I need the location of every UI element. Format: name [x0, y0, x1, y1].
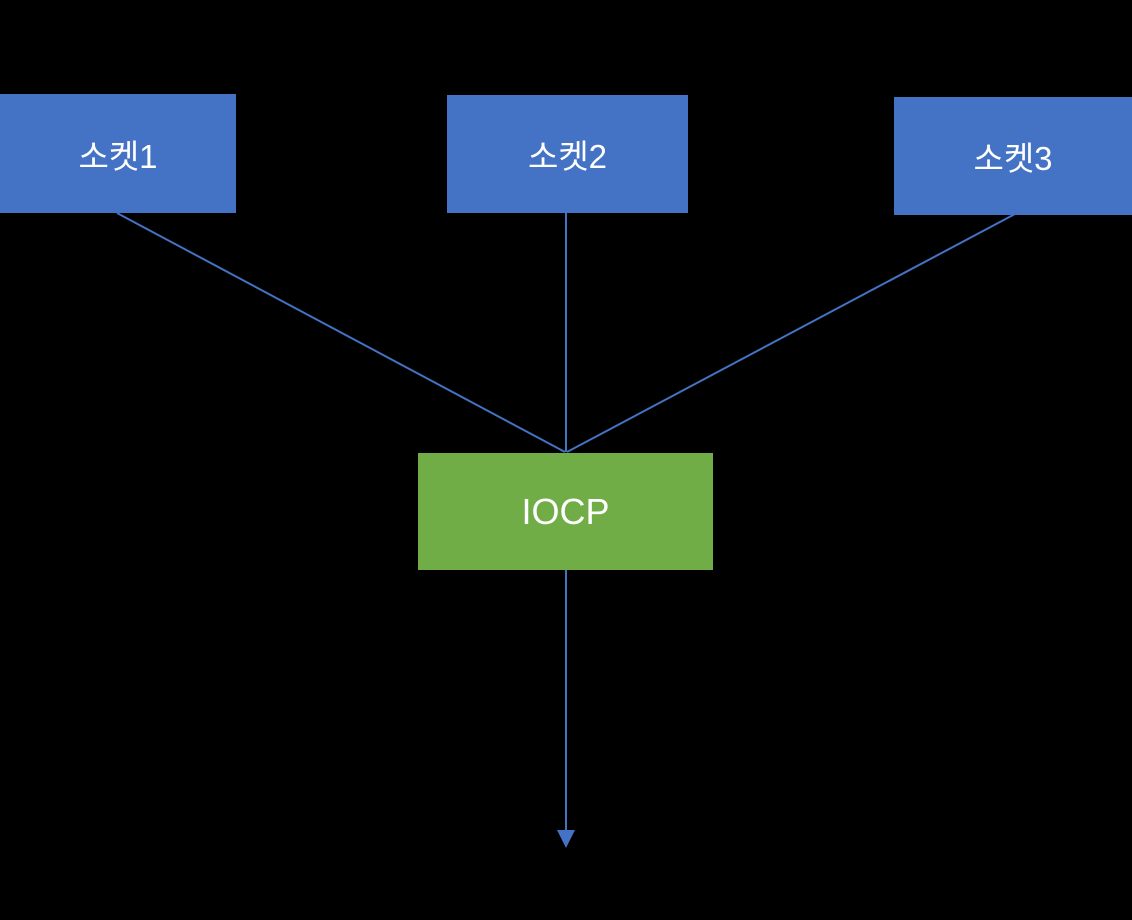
node-iocp: IOCP — [418, 453, 713, 570]
edge-socket1-iocp — [116, 212, 566, 453]
node-socket2: 소켓2 — [447, 95, 688, 213]
arrow-down-icon — [557, 830, 575, 848]
node-socket3-label: 소켓3 — [973, 140, 1053, 177]
node-socket2-label: 소켓2 — [527, 138, 608, 175]
node-socket1: 소켓1 — [0, 94, 236, 213]
node-iocp-label: IOCP — [521, 490, 610, 532]
node-socket1-label: 소켓1 — [78, 137, 158, 175]
edge-socket3-iocp — [566, 213, 1016, 453]
node-socket3: 소켓3 — [894, 97, 1132, 215]
